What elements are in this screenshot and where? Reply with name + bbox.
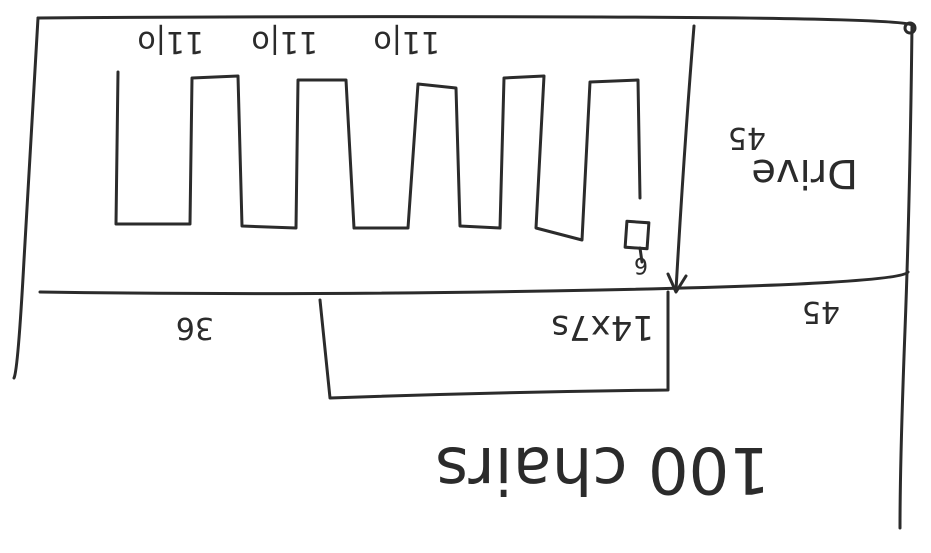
- small-box-stem: [638, 246, 644, 264]
- top-label-c: 11|o: [373, 24, 440, 59]
- top-label-a: 11|o: [137, 24, 204, 59]
- side-divider-arrow: [666, 272, 688, 294]
- divider-line: [38, 270, 910, 296]
- bottom-left-label: 36: [176, 310, 214, 345]
- bottom-right-label: 45: [802, 294, 840, 329]
- corner-mark: [903, 21, 917, 35]
- outer-frame-right: [898, 23, 914, 530]
- small-mark-label: 6: [634, 252, 648, 277]
- side-room-label-1: Drive: [751, 150, 858, 196]
- desk-size-label: 14x7s: [551, 307, 654, 347]
- desk-rectangle: [318, 290, 670, 400]
- side-room-label-2: 45: [728, 120, 766, 155]
- shelving-outline: [114, 70, 642, 242]
- small-box: [623, 219, 651, 251]
- outer-frame-top: [36, 15, 914, 27]
- top-label-b: 11|o: [251, 24, 318, 59]
- outer-frame-left: [12, 16, 40, 380]
- bottom-caption: 100 chairs: [435, 432, 770, 506]
- side-divider: [674, 24, 696, 292]
